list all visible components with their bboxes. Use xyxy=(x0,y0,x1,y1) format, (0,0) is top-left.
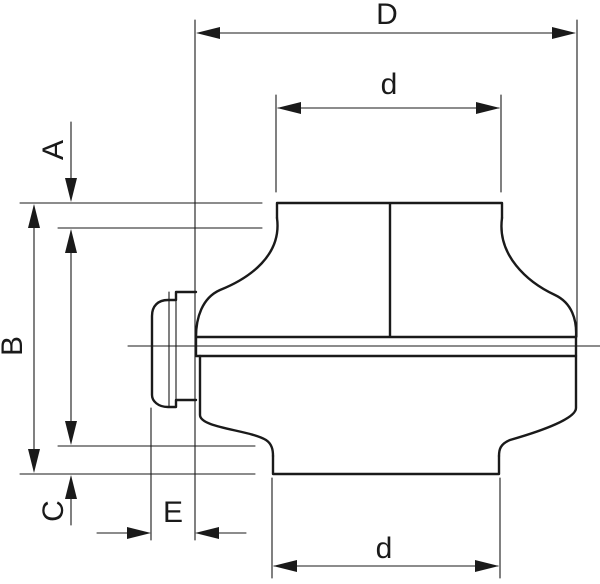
dimension-inner-height xyxy=(65,229,77,445)
dimension-d-bottom: d xyxy=(273,532,499,572)
housing-seam-band xyxy=(194,335,578,358)
label-A: A xyxy=(37,140,70,160)
bottom-collar-outline xyxy=(271,454,501,476)
label-C: C xyxy=(37,500,70,522)
lower-housing-outline xyxy=(198,354,578,458)
dimension-d-top: d xyxy=(277,68,500,114)
dimension-E: E xyxy=(96,496,247,539)
terminal-box-outline xyxy=(150,290,198,409)
top-collar-outline xyxy=(275,201,504,338)
upper-housing-outline xyxy=(194,216,578,339)
extension-lines xyxy=(19,19,578,579)
dimension-C: C xyxy=(37,475,77,526)
label-B: B xyxy=(0,336,29,356)
dimension-A: A xyxy=(37,121,77,202)
terminal-box-inner-line xyxy=(168,291,177,408)
fan-body xyxy=(150,201,578,476)
label-d-top: d xyxy=(381,68,398,101)
dimension-B: B xyxy=(0,204,40,473)
label-E: E xyxy=(163,496,183,529)
label-D: D xyxy=(376,0,398,31)
label-d-bottom: d xyxy=(376,532,393,565)
dimension-D: D xyxy=(196,0,576,39)
